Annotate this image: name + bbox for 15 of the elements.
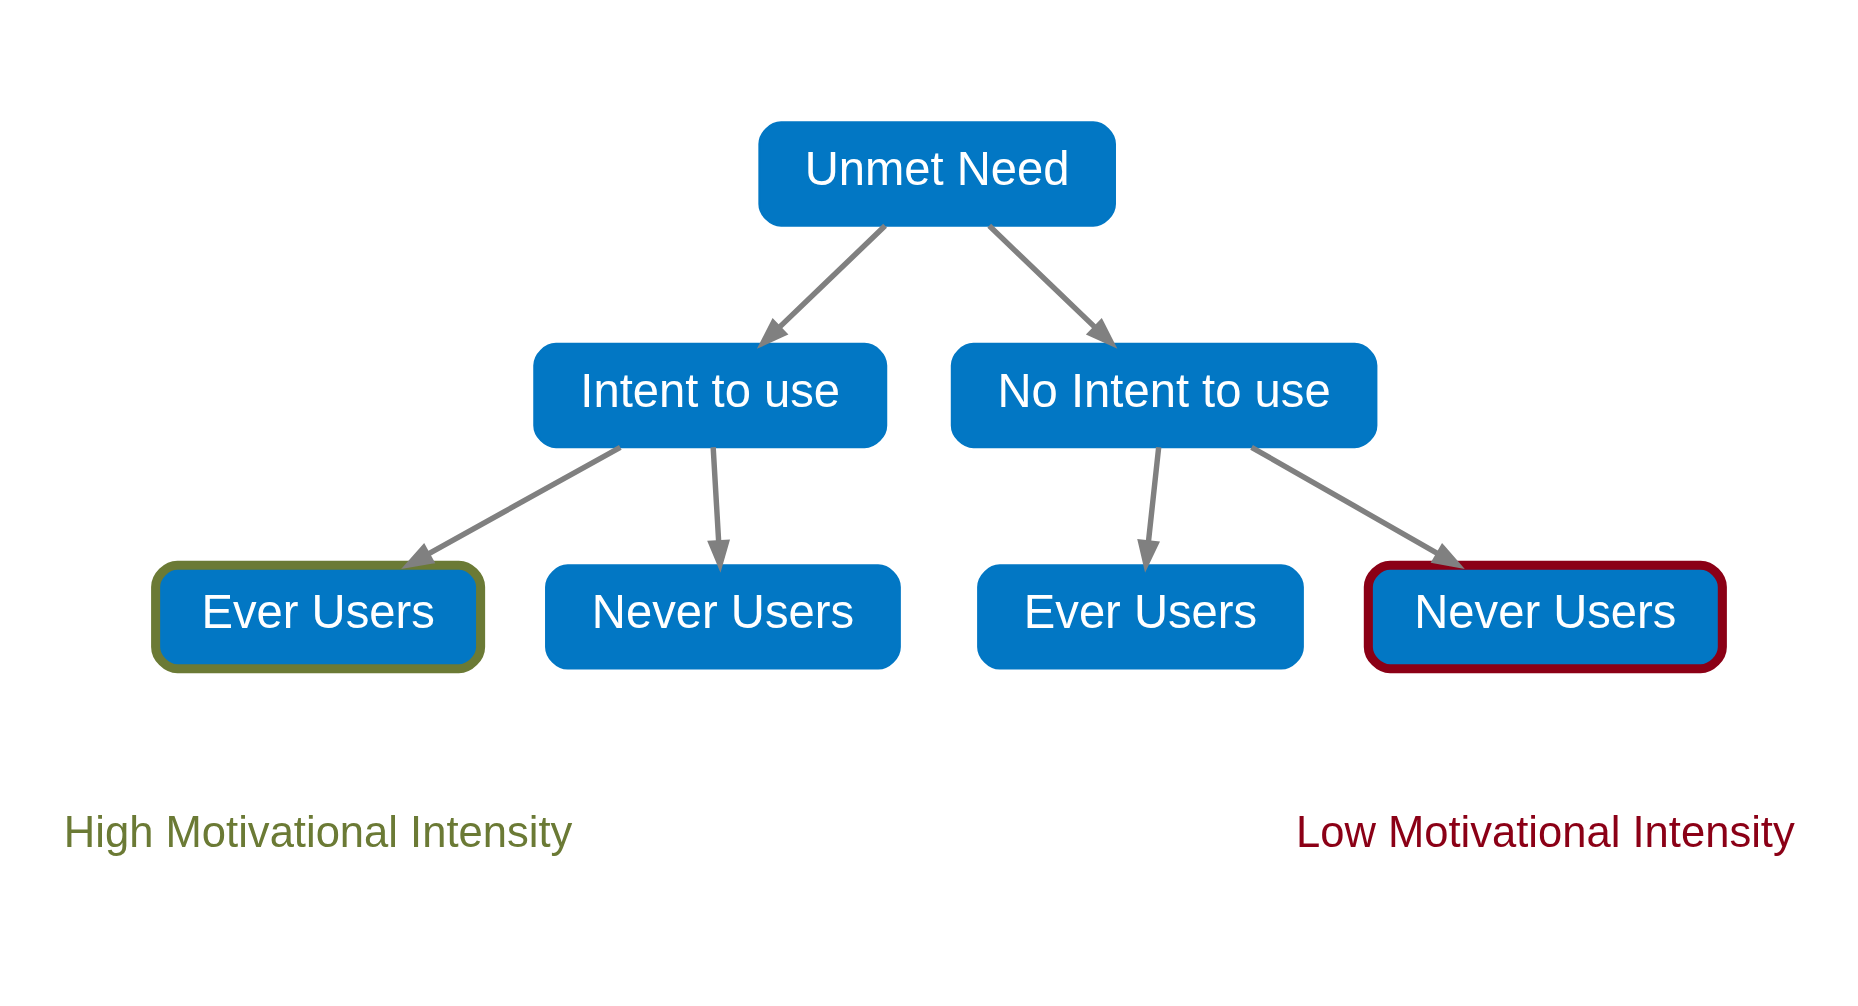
- arrow: [756, 223, 887, 349]
- node-label: High Motivational Intensity: [63, 807, 573, 856]
- node-box: Never Users: [545, 563, 901, 670]
- node-box: Ever Users: [151, 560, 486, 673]
- node-label: Low Motivational Intensity: [1295, 807, 1795, 856]
- node-box: Never Users: [1363, 560, 1727, 673]
- node-box: Intent to use: [533, 342, 888, 448]
- node-box: No Intent to use: [950, 342, 1378, 448]
- arrow: [1137, 446, 1162, 573]
- arrow: [1250, 444, 1465, 569]
- node-box: Unmet Need: [758, 120, 1116, 227]
- node-box: Ever Users: [977, 563, 1304, 670]
- arrow: [707, 446, 730, 573]
- arrow: [401, 444, 622, 569]
- arrow: [987, 223, 1118, 349]
